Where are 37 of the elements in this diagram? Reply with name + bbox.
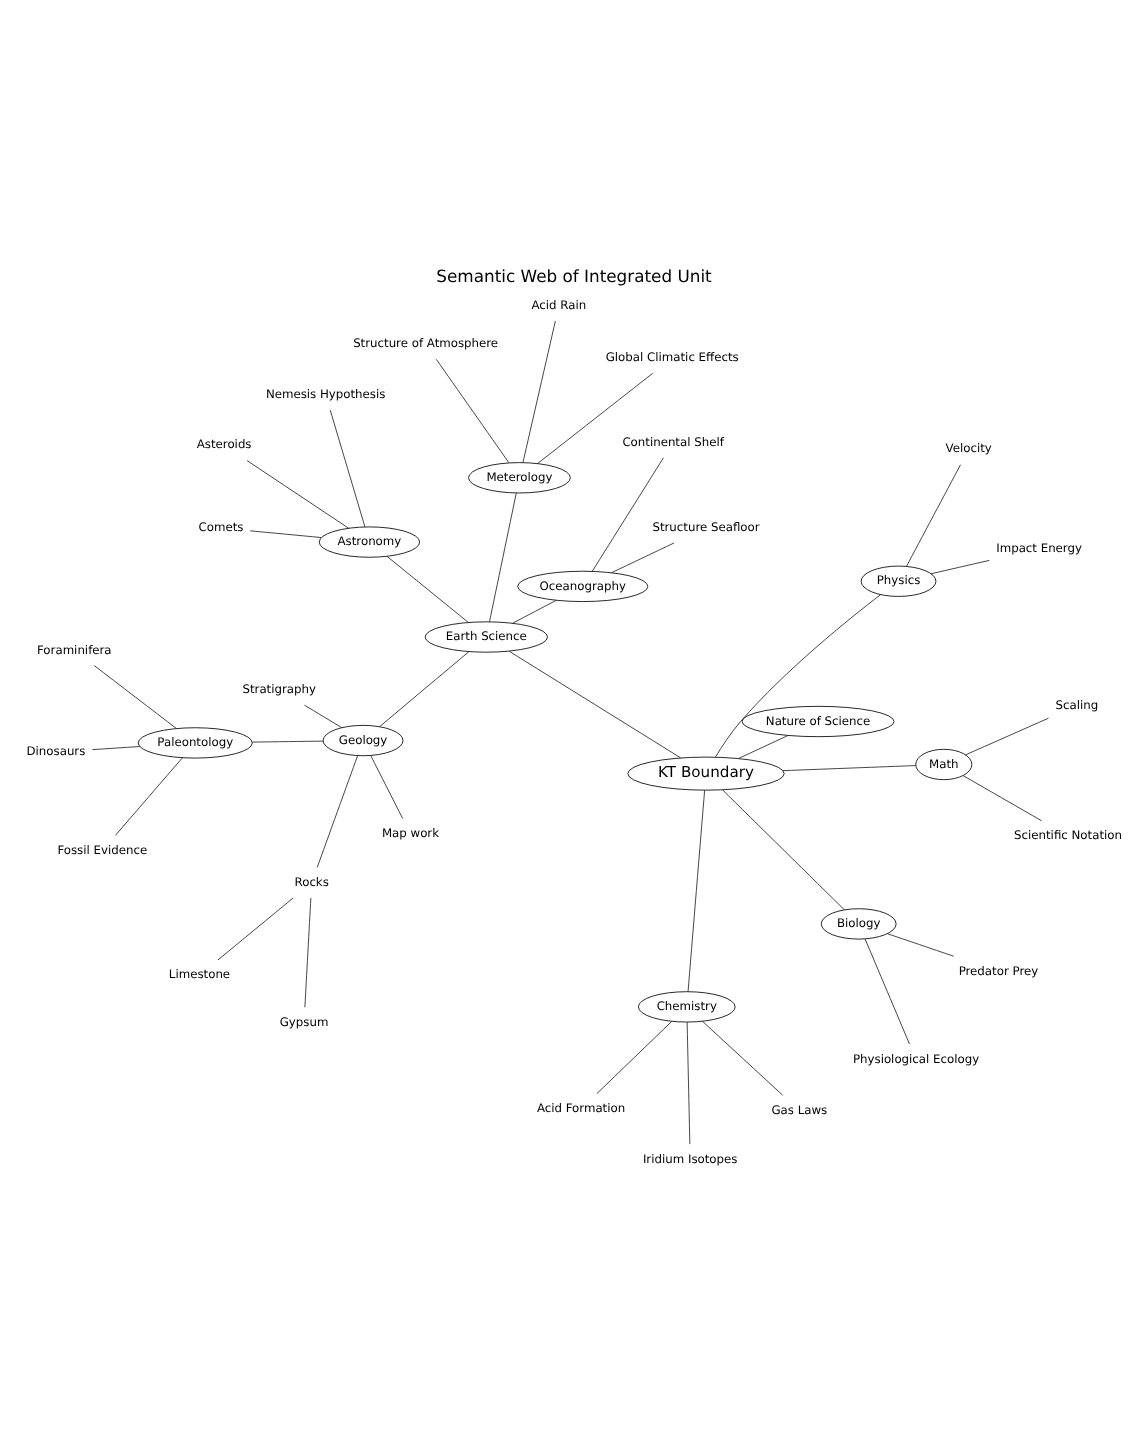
connector xyxy=(722,789,845,911)
connector xyxy=(522,320,556,463)
connector xyxy=(611,542,675,574)
connector xyxy=(715,594,881,758)
connector xyxy=(864,938,910,1045)
connector xyxy=(512,599,557,624)
connector xyxy=(379,651,470,728)
connector xyxy=(370,755,404,820)
connector xyxy=(329,409,366,528)
connector xyxy=(316,755,358,868)
connector xyxy=(965,717,1049,756)
connector xyxy=(537,372,654,464)
connector xyxy=(93,665,177,729)
connector xyxy=(687,790,706,992)
connector xyxy=(489,492,517,623)
connector xyxy=(686,1021,691,1145)
connector xyxy=(738,735,789,759)
connector xyxy=(115,757,183,836)
connector xyxy=(962,775,1043,822)
connector xyxy=(217,897,294,961)
connector xyxy=(304,897,312,1008)
connector xyxy=(508,650,681,759)
connector xyxy=(435,358,510,464)
connector xyxy=(92,746,141,751)
connector xyxy=(386,556,469,623)
connector xyxy=(596,1021,673,1095)
connector xyxy=(304,704,343,729)
connector xyxy=(930,559,990,575)
connector xyxy=(886,933,955,957)
connector xyxy=(906,464,961,567)
connector xyxy=(249,530,322,538)
diagram-title: Semantic Web of Integrated Unit xyxy=(436,266,712,287)
connector xyxy=(702,1020,784,1096)
connector xyxy=(591,457,664,572)
connector xyxy=(251,740,324,743)
connector xyxy=(782,765,917,772)
connector xyxy=(246,460,350,529)
